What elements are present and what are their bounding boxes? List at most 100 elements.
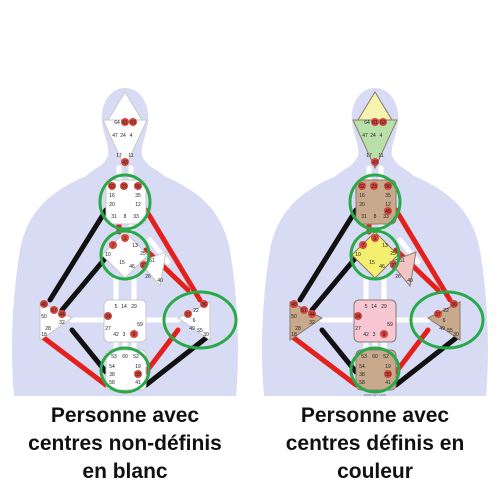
channel-18 (41, 335, 109, 388)
center-throat (105, 179, 147, 225)
gate-label-root-39: 39 (385, 372, 391, 378)
gate-label-solar-37: 37 (435, 312, 441, 318)
gate-dot-throat-56 (384, 182, 392, 190)
gate-dot-solar-37 (434, 310, 442, 318)
channel-10 (47, 207, 109, 303)
gate-label-sacral-9: 9 (383, 332, 386, 338)
gate-dot-solar-37 (184, 310, 192, 318)
gate-label-throat-33: 33 (133, 214, 139, 220)
center-solar (177, 301, 211, 341)
gate-label-g-10: 10 (105, 252, 111, 258)
gate-dot-spleen-44 (308, 310, 316, 318)
gate-dot-head-61 (121, 118, 129, 126)
gate-label-head-61: 61 (122, 120, 128, 126)
gate-dot-head-63 (379, 118, 387, 126)
gate-label-head-64: 64 (364, 120, 370, 126)
gate-label-solar-49: 49 (189, 326, 195, 332)
gate-label-root-52: 52 (133, 354, 139, 360)
gate-dot-sacral-34 (354, 312, 362, 320)
gate-label-throat-45: 45 (385, 209, 391, 215)
gate-dot-root-39 (384, 370, 392, 378)
gate-label-throat-35: 35 (385, 193, 391, 199)
gate-label-spleen-32: 32 (59, 320, 65, 326)
gate-label-spleen-44: 44 (59, 312, 65, 318)
caption-left: Personne avec centres non-définis en bla… (0, 402, 250, 486)
center-root (355, 349, 397, 391)
gate-label-g-46: 46 (129, 264, 135, 270)
gate-label-solar-6: 6 (193, 318, 196, 324)
gate-dot-throat-23 (120, 182, 128, 190)
gate-label-ego-40: 40 (157, 278, 163, 284)
channel-19 (143, 335, 209, 388)
gate-label-g-7: 7 (112, 243, 115, 249)
gate-dot-g-7 (359, 241, 367, 249)
gate-label-throat-8: 8 (124, 214, 127, 220)
gate-label-spleen-50: 50 (41, 314, 47, 320)
gate-dot-head-63 (129, 118, 137, 126)
gate-label-g-13: 13 (382, 243, 388, 249)
gate-label-solar-6: 6 (443, 318, 446, 324)
center-ego (389, 251, 417, 288)
gate-label-ego-21: 21 (141, 263, 147, 269)
gate-label-g-7: 7 (362, 243, 365, 249)
gate-dot-spleen-48 (40, 300, 48, 308)
gate-dot-solar-36 (200, 300, 208, 308)
highlight-ring-2 (162, 290, 238, 350)
center-solar (427, 301, 461, 341)
gate-label-throat-20: 20 (359, 202, 365, 208)
gate-label-solar-22: 22 (193, 308, 199, 314)
gate-label-g-25: 25 (390, 251, 396, 257)
gate-label-root-53: 53 (111, 354, 117, 360)
gate-label-root-41: 41 (135, 380, 141, 386)
caption-right-line-2: centres définis en (285, 432, 465, 455)
caption-left-line-1: Personne avec (50, 404, 200, 427)
watermark-text: www.gn.com (364, 392, 387, 397)
gate-label-throat-31: 31 (111, 214, 117, 220)
channel-12 (309, 252, 361, 313)
gate-label-throat-12: 12 (135, 202, 141, 208)
gate-label-ego-51: 51 (399, 258, 405, 264)
gate-label-throat-23: 23 (121, 184, 127, 190)
gate-label-spleen-44: 44 (309, 312, 315, 318)
gate-label-spleen-57: 57 (51, 308, 57, 314)
gate-label-throat-33: 33 (383, 214, 389, 220)
gate-dot-spleen-48 (290, 300, 298, 308)
gate-dot-throat-56 (134, 182, 142, 190)
highlight-ring-3 (99, 346, 151, 394)
gate-label-spleen-28: 28 (45, 326, 51, 332)
highlight-ring-1 (99, 229, 151, 281)
gate-label-ajna-24: 24 (370, 133, 376, 139)
gate-label-g-10: 10 (355, 252, 361, 258)
gate-label-solar-55: 55 (197, 328, 203, 334)
gate-label-throat-31: 31 (361, 214, 367, 220)
gate-label-ego-26: 26 (395, 274, 401, 280)
gate-label-g-1: 1 (374, 236, 377, 242)
gate-label-solar-30: 30 (203, 332, 209, 338)
gate-label-throat-20: 20 (109, 202, 115, 208)
gate-label-ajna-4: 4 (380, 133, 383, 139)
gate-label-sacral-5: 5 (365, 304, 368, 310)
gate-label-sacral-59: 59 (137, 322, 143, 328)
gate-label-ajna-47: 47 (112, 133, 118, 139)
gate-dot-spleen-44 (58, 310, 66, 318)
gate-label-g-13: 13 (132, 243, 138, 249)
gate-label-solar-30: 30 (453, 332, 459, 338)
gate-label-spleen-32: 32 (309, 320, 315, 326)
gate-label-g-1: 1 (124, 236, 127, 242)
gate-label-root-38: 38 (109, 372, 115, 378)
gate-label-solar-36: 36 (451, 302, 457, 308)
gate-label-spleen-18: 18 (291, 332, 297, 338)
gate-label-solar-36: 36 (201, 302, 207, 308)
gate-label-spleen-50: 50 (291, 314, 297, 320)
channel-18 (291, 335, 359, 388)
gate-label-g-46: 46 (379, 264, 385, 270)
gate-label-ajna-17: 17 (116, 153, 122, 159)
gate-label-root-19: 19 (385, 364, 391, 370)
gate-label-root-39: 39 (135, 372, 141, 378)
gate-label-ego-40: 40 (407, 278, 413, 284)
gate-label-sacral-42: 42 (363, 332, 369, 338)
center-root (105, 349, 147, 391)
gate-label-root-41: 41 (385, 380, 391, 386)
